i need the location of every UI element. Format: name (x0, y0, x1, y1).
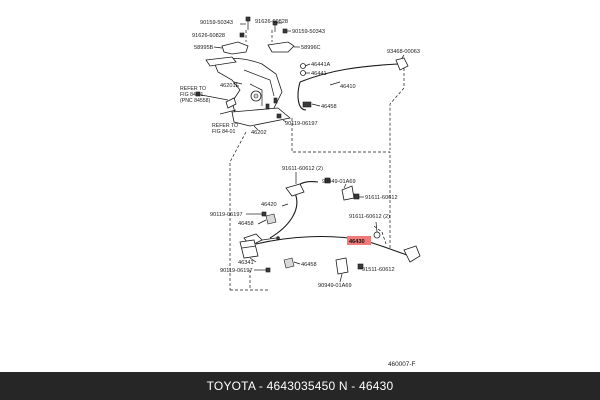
part-label[interactable]: 46458 (321, 104, 337, 110)
part-label[interactable]: 90949-01A69 (322, 179, 356, 185)
front-cable-46410 (297, 54, 409, 111)
diagram-reference-code: 460007-F (388, 361, 415, 368)
part-number-caption: TOYOTA - 4643035450 N - 46430 (206, 379, 394, 393)
part-label[interactable]: 91626-60828 (255, 19, 288, 25)
part-label[interactable]: 46441 (311, 71, 327, 77)
part-label[interactable]: 46201E (220, 83, 240, 89)
refer-note-lower-line: REFER TO (212, 123, 238, 129)
refer-note-upper-line: REFER TO (180, 86, 206, 92)
part-label[interactable]: 90119-06197 (210, 212, 243, 218)
bracket-58995b-shape (221, 41, 249, 55)
part-label[interactable]: 91611-60612 (2) (349, 214, 390, 220)
refer-note-upper-line: FIG 84-01 (180, 92, 203, 98)
part-label[interactable]: 46410 (340, 84, 356, 90)
bracket-58996c-shape (267, 41, 295, 53)
parking-brake-parts-diagram: 90159-50343 91626-60828 91626-60828 9015… (180, 16, 421, 368)
bracket-46341-shape (239, 239, 259, 259)
part-labels: 90159-50343 91626-60828 91626-60828 9015… (180, 19, 420, 368)
rear-cables (239, 172, 421, 283)
part-label[interactable]: 90119-06197 (220, 268, 253, 274)
part-label[interactable]: 90119-06197 (285, 121, 318, 127)
part-label[interactable]: 91611-60612 (365, 195, 398, 201)
bolt-icon (282, 28, 288, 34)
part-label[interactable]: 90159-50343 (200, 20, 233, 26)
part-label[interactable]: 46441A (311, 62, 331, 68)
part-label[interactable]: 91611-60612 (2) (282, 166, 323, 172)
connection-dashes (229, 30, 405, 291)
part-label[interactable]: 46458 (301, 262, 317, 268)
parking-brake-lever-assembly (195, 16, 300, 131)
refer-note-lower-line: FIG 84-01 (212, 129, 235, 135)
bolt-icon (245, 16, 251, 30)
base-plate-46202-shape (231, 107, 291, 127)
caption-bar: TOYOTA - 4643035450 N - 46430 (0, 372, 600, 400)
part-highlight (347, 236, 371, 245)
part-label[interactable]: 90159-50343 (292, 29, 325, 35)
part-label[interactable]: 46341 (238, 260, 254, 266)
part-label[interactable]: 46430 (349, 239, 365, 245)
part-label[interactable]: 46202 (251, 130, 267, 136)
refer-note-upper-line: (PNC 84558) (180, 98, 211, 104)
cable-46430-shape (255, 235, 411, 257)
part-label[interactable]: 91511-60612 (362, 267, 395, 273)
part-label[interactable]: 90949-01A69 (318, 283, 352, 289)
part-label[interactable]: 46458 (238, 221, 254, 227)
part-label[interactable]: 93468-00063 (387, 49, 420, 55)
part-label[interactable]: 58995B (194, 45, 214, 51)
part-label[interactable]: 91626-60828 (192, 33, 225, 39)
part-label[interactable]: 58996C (301, 45, 321, 51)
part-label[interactable]: 46420 (261, 202, 277, 208)
